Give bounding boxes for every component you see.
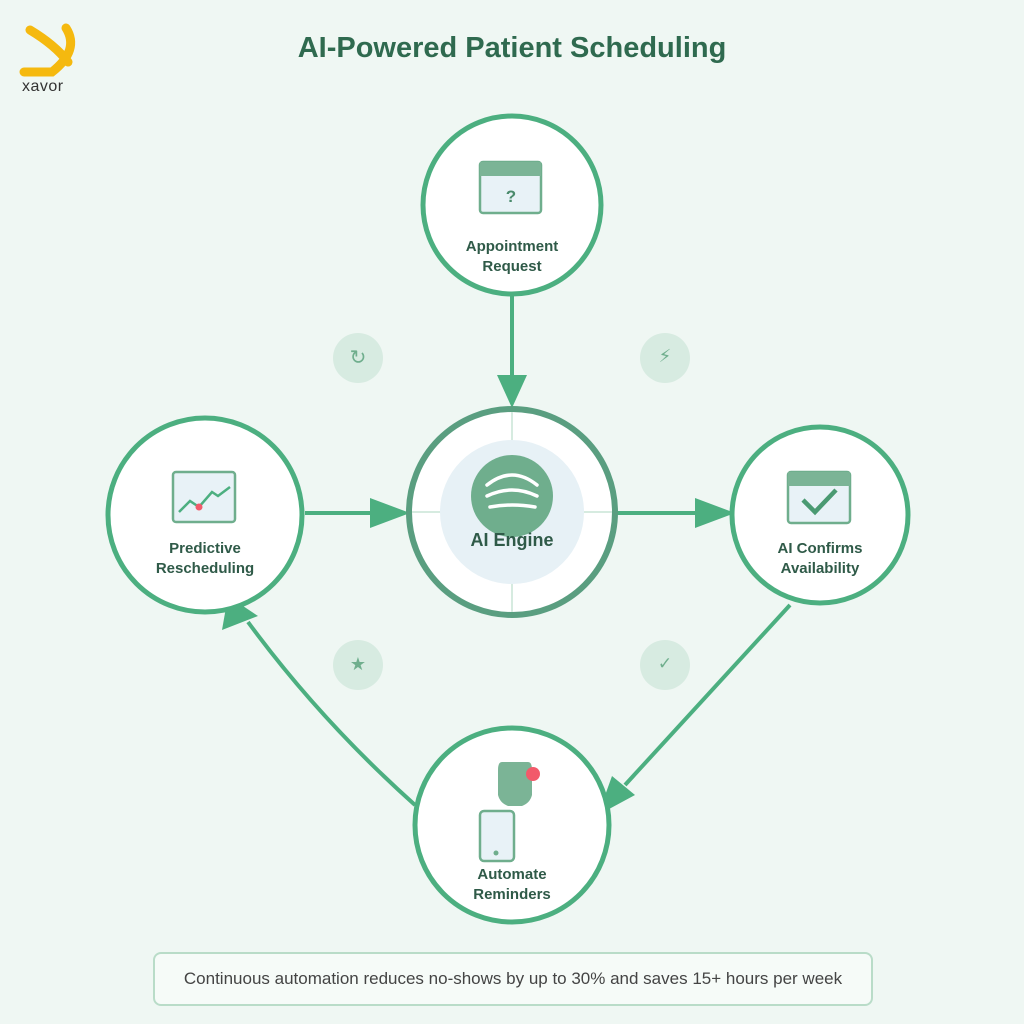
check-icon: ✓ <box>657 654 673 674</box>
trend-chart-icon <box>171 470 237 524</box>
wifi-waves-icon <box>471 455 553 537</box>
logo-text: xavor <box>22 78 64 95</box>
refresh-icon: ↻ <box>349 347 367 369</box>
page-title: AI-Powered Patient Scheduling <box>297 32 727 64</box>
lightning-icon: ⚡ <box>658 346 672 367</box>
svg-text:?: ? <box>506 187 516 206</box>
summary-banner: Continuous automation reduces no-shows b… <box>153 952 873 1006</box>
arrow-reminders-to-predictive <box>246 620 417 807</box>
calendar-check-icon <box>786 470 852 525</box>
star-icon: ★ <box>349 654 367 674</box>
phone-bell-icon <box>478 762 540 863</box>
calendar-question-icon: ? <box>478 160 543 215</box>
arrow-confirm-to-reminders <box>623 603 792 787</box>
engine-label: AI Engine <box>470 530 554 550</box>
xavor-logo-icon <box>19 23 76 77</box>
